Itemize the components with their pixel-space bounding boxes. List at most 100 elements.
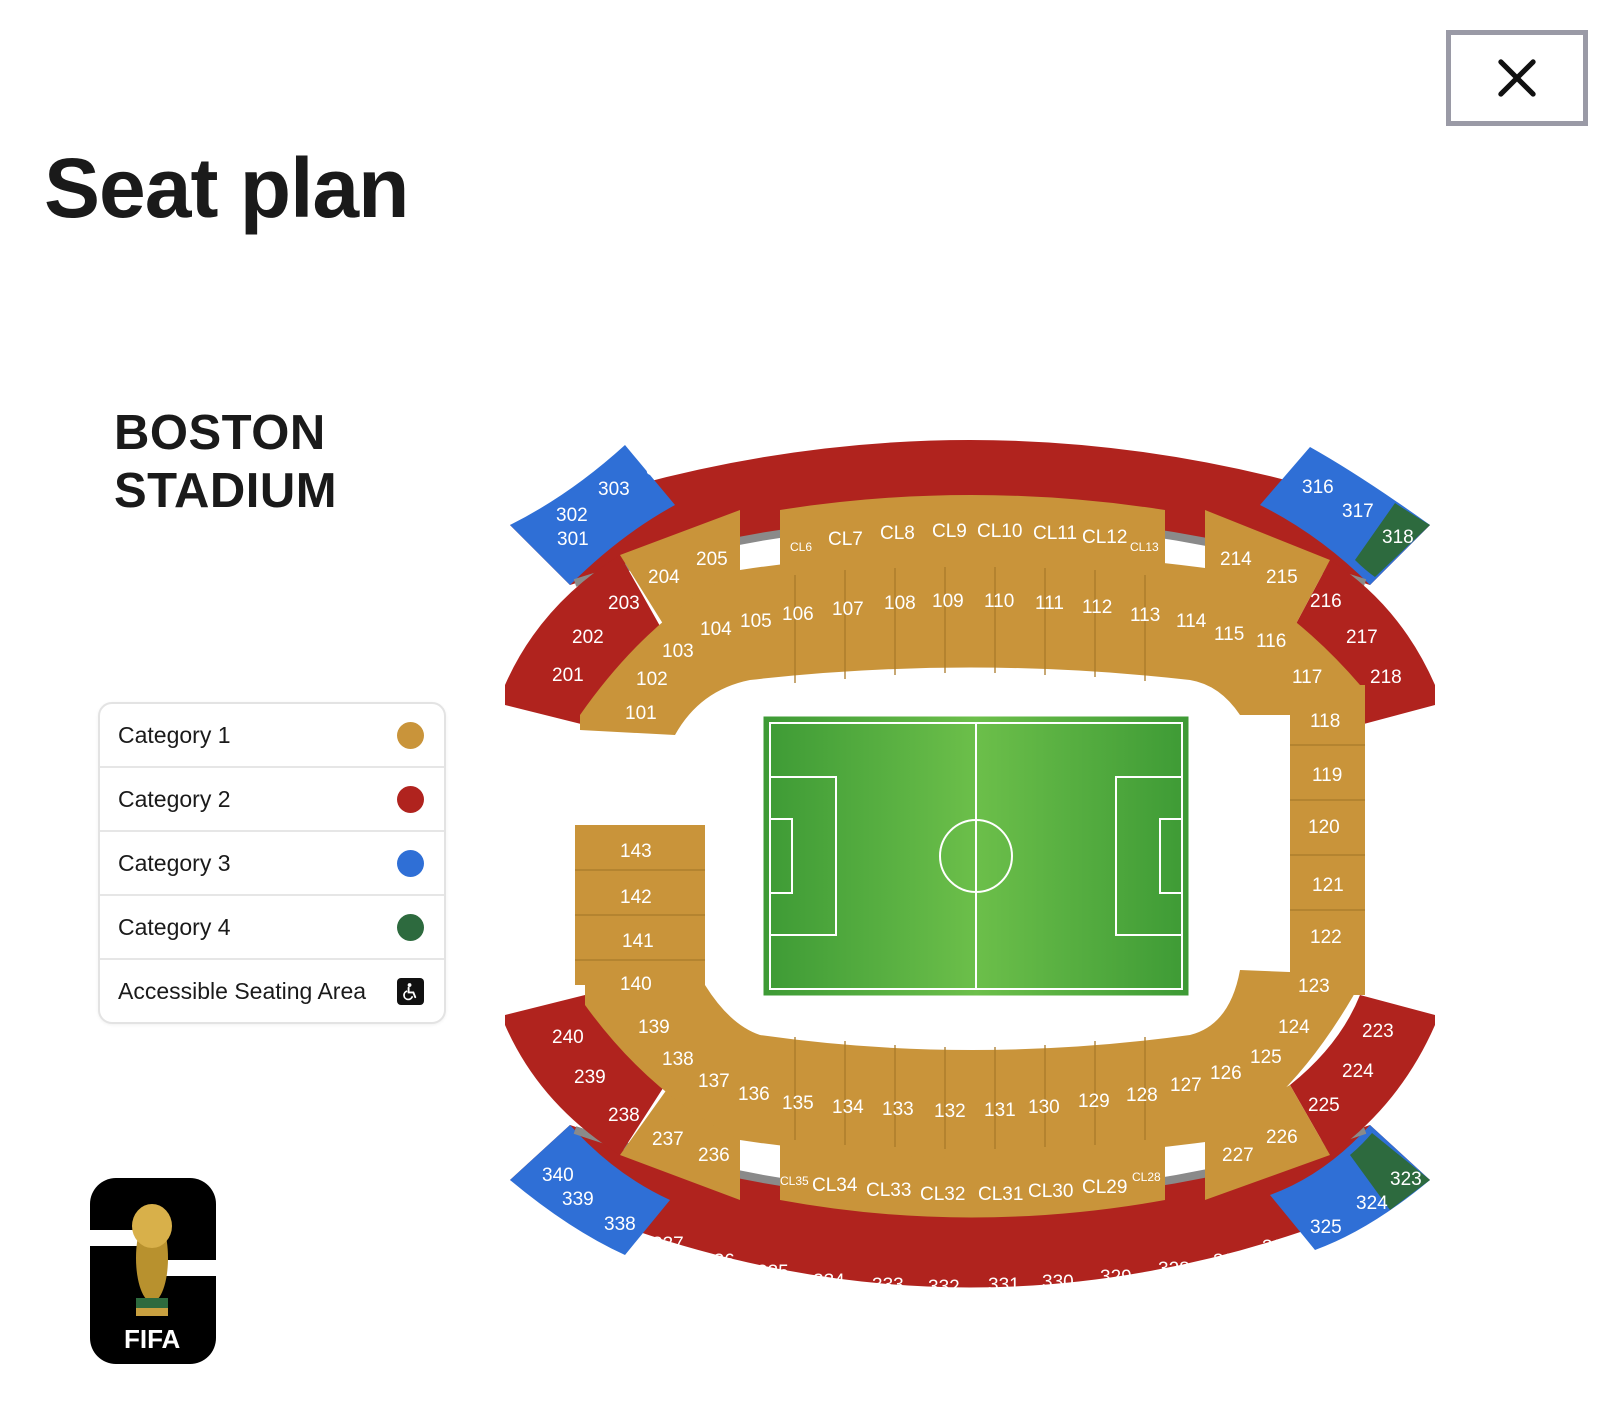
section-label: 142 — [620, 887, 652, 908]
section-label: 239 — [574, 1067, 606, 1088]
venue-name: BOSTON STADIUM — [114, 404, 337, 520]
section-label: 116 — [1256, 631, 1286, 652]
upper-tier-nw-cat3[interactable] — [510, 445, 675, 585]
section-label: 314 — [1208, 444, 1240, 465]
legend-label: Accessible Seating Area — [118, 977, 367, 1004]
section-label: 138 — [662, 1049, 694, 1070]
section-label: 111 — [1035, 593, 1064, 614]
section-label: 126 — [1210, 1063, 1242, 1084]
west-stand[interactable] — [575, 825, 705, 985]
section-label: 103 — [662, 641, 694, 662]
section-label: 135 — [782, 1093, 814, 1114]
section-label: 104 — [700, 619, 732, 640]
section-dividers — [575, 567, 1365, 1149]
legend-item-accessible: Accessible Seating Area — [100, 960, 444, 1022]
category-1-swatch — [397, 721, 424, 749]
section-label: 123 — [1298, 976, 1330, 997]
section-label: 307 — [810, 423, 842, 444]
legend-item-category-2: Category 2 — [100, 768, 444, 832]
section-label: 316 — [1302, 477, 1334, 498]
section-label: 203 — [608, 593, 640, 614]
section-label: 318 — [1382, 527, 1414, 548]
upper-tier-sw-cat3[interactable] — [510, 1125, 670, 1255]
section-label: CL10 — [977, 521, 1022, 542]
section-label: 205 — [696, 549, 728, 570]
section-label: 132 — [934, 1101, 966, 1122]
section-label: 202 — [572, 627, 604, 648]
section-label: 227 — [1222, 1145, 1254, 1166]
legend-label: Category 2 — [118, 785, 231, 812]
legend-item-category-3: Category 3 — [100, 832, 444, 896]
mezz-sw[interactable] — [505, 995, 665, 1155]
section-label: 331 — [988, 1275, 1020, 1296]
section-label: 324 — [1356, 1193, 1388, 1214]
section-label: 317 — [1342, 501, 1374, 522]
section-label: 315 — [1256, 457, 1288, 478]
category-3-swatch — [397, 849, 424, 877]
close-button[interactable] — [1446, 30, 1588, 126]
section-label: 118 — [1310, 711, 1340, 732]
section-label: 124 — [1278, 1017, 1310, 1038]
lower-bowl-south[interactable] — [585, 970, 1365, 1158]
section-label: CL7 — [828, 529, 863, 550]
legend-label: Category 4 — [118, 913, 231, 940]
section-label: 109 — [932, 591, 964, 612]
section-label: 327 — [1213, 1251, 1245, 1272]
legend-label: Category 3 — [118, 849, 231, 876]
section-label: 137 — [698, 1071, 730, 1092]
section-label: CL35 — [780, 1174, 809, 1188]
section-label: 336 — [703, 1251, 735, 1272]
section-label: 128 — [1126, 1085, 1158, 1106]
section-label: 333 — [872, 1275, 904, 1296]
section-label: 117 — [1292, 667, 1322, 688]
section-label: 308 — [868, 419, 900, 440]
section-label: 323 — [1390, 1169, 1422, 1190]
section-label: CL29 — [1082, 1177, 1127, 1198]
section-label: 201 — [552, 665, 584, 686]
mezz-ne-gold[interactable] — [1205, 510, 1330, 635]
section-label: 110 — [984, 591, 1014, 612]
section-label: 125 — [1250, 1047, 1282, 1068]
section-label: CL31 — [978, 1184, 1023, 1205]
venue-name-line2: STADIUM — [114, 464, 338, 518]
east-stand[interactable] — [1290, 685, 1365, 995]
section-label: CL30 — [1028, 1181, 1073, 1202]
legend-item-category-4: Category 4 — [100, 896, 444, 960]
section-label: 224 — [1342, 1061, 1374, 1082]
section-label: 306 — [750, 433, 782, 454]
section-label: 136 — [738, 1084, 770, 1105]
section-label: 108 — [884, 593, 916, 614]
section-label: 218 — [1370, 667, 1402, 688]
section-label: 332 — [928, 1277, 960, 1298]
section-label: 139 — [638, 1017, 670, 1038]
upper-tier-se-cat4[interactable] — [1350, 1133, 1430, 1210]
mezz-se[interactable] — [1290, 995, 1435, 1155]
close-icon — [1498, 59, 1536, 97]
section-label: CL28 — [1132, 1170, 1161, 1184]
venue-name-line1: BOSTON — [114, 406, 326, 460]
mezz-ne[interactable] — [1290, 560, 1435, 725]
section-label: CL12 — [1082, 527, 1127, 548]
section-label: 215 — [1266, 567, 1298, 588]
stadium-seat-map: 301 302 303 304 305 306 307 308 309 310 … — [505, 417, 1435, 1298]
mezz-nw-gold[interactable] — [620, 510, 740, 635]
section-label: 101 — [625, 703, 657, 724]
section-label: 236 — [698, 1145, 730, 1166]
section-label: CL33 — [866, 1180, 911, 1201]
section-label: 105 — [740, 611, 772, 632]
section-label: CL8 — [880, 523, 915, 544]
section-label: 133 — [882, 1099, 914, 1120]
section-label: 340 — [542, 1165, 574, 1186]
upper-tier-ne-cat4[interactable] — [1355, 503, 1430, 577]
section-label: 140 — [620, 974, 652, 995]
fifa-logo-text: FIFA — [124, 1324, 181, 1354]
lower-bowl-north[interactable] — [580, 552, 1360, 736]
section-label: 309 — [926, 417, 958, 438]
section-label: 114 — [1176, 611, 1207, 632]
legend-label: Category 1 — [118, 721, 231, 748]
page-title: Seat plan — [44, 141, 409, 235]
fifa-logo: FIFA — [90, 1178, 216, 1369]
section-label: 304 — [646, 459, 678, 480]
mezz-nw[interactable] — [505, 555, 665, 725]
section-label: 216 — [1310, 591, 1342, 612]
